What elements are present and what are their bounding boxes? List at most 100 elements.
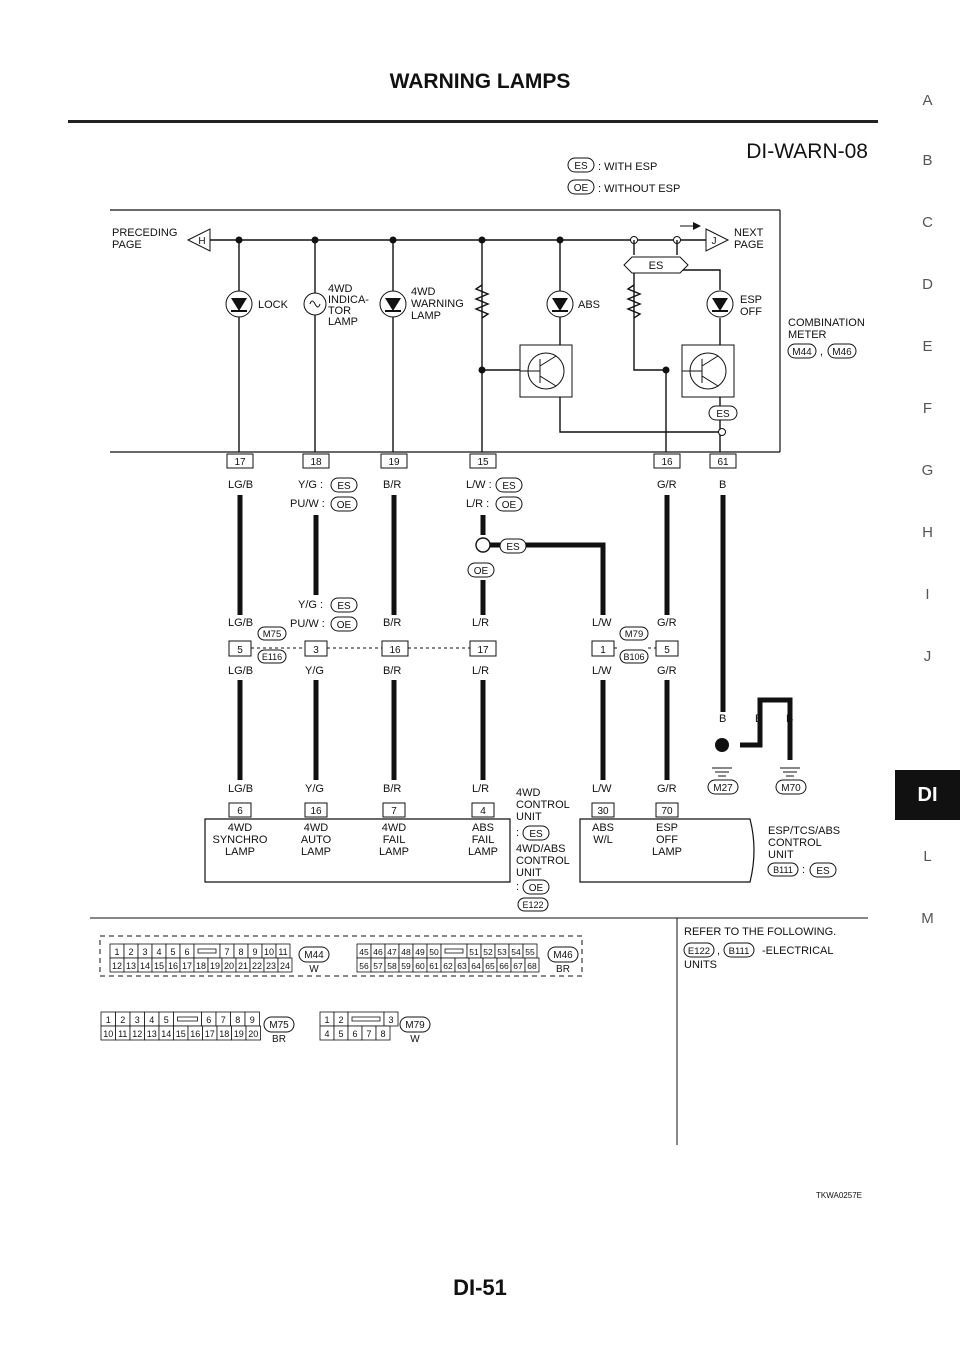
connector-pin-label: 12 — [112, 961, 122, 971]
connector-pin-label: 8 — [235, 1015, 240, 1025]
tab-a[interactable]: A — [922, 92, 933, 109]
tab-e[interactable]: E — [922, 338, 933, 355]
tab-d[interactable]: D — [922, 276, 933, 293]
top-wire-c4b-tag-shape — [495, 496, 523, 512]
top-wire-c2a: Y/G : — [298, 479, 323, 491]
mid-pin-5: 1 — [600, 645, 606, 656]
esp-resistor-icon — [626, 284, 642, 319]
m44-name: M44 — [304, 950, 324, 961]
ground-label-1: B — [719, 713, 726, 725]
connector-pin-label: 3 — [142, 947, 147, 957]
tab-j[interactable]: J — [923, 648, 932, 665]
connector-pin-label: 6 — [184, 947, 189, 957]
meter-pin-6: 61 — [717, 457, 729, 468]
meter-pin-1: 17 — [234, 457, 246, 468]
connector-pin-label: 62 — [443, 961, 453, 971]
indicator-label-3: TOR — [328, 305, 351, 317]
preceding-tag: H — [198, 236, 205, 247]
esp-unit-title-3: UNIT — [768, 849, 794, 861]
mid-lower-4: L/R — [472, 665, 489, 677]
ground-open-junction — [718, 428, 726, 436]
indicator-label-1: 4WD — [328, 283, 353, 295]
indicator-bulb-icon — [303, 292, 327, 316]
connector-pin-label: 22 — [252, 961, 262, 971]
connector-pin-label: 16 — [190, 1029, 200, 1039]
connector-pin-label: 15 — [176, 1029, 186, 1039]
cu4wd-title1-3: UNIT — [516, 811, 542, 823]
connector-pin-label: 7 — [366, 1029, 371, 1039]
meter-es-tag: ES — [623, 256, 689, 274]
connector-pin-label: 12 — [132, 1029, 142, 1039]
connector-cell — [277, 957, 293, 973]
top-wire-c4b: L/R : — [466, 498, 489, 510]
lamp-lock-label: LOCK — [258, 299, 289, 311]
connector-pin-label: 58 — [387, 961, 397, 971]
ground-m70-shape — [775, 779, 807, 795]
junction-oe-tag: OE — [474, 566, 489, 577]
connector-pin-label: 65 — [485, 961, 495, 971]
bottom-pin-2: 16 — [310, 806, 322, 817]
refer-title: REFER TO THE FOLLOWING. — [684, 926, 836, 938]
connector-pin-label: 8 — [238, 947, 243, 957]
warning-label-1: 4WD — [411, 286, 436, 298]
refer-sep: , — [717, 945, 720, 957]
mid-upper-c2b-tag: OE — [337, 620, 352, 631]
tab-m[interactable]: M — [921, 910, 934, 927]
meter-pin-4: 15 — [477, 457, 489, 468]
abs-led-icon — [546, 290, 574, 318]
ground-label-2: B — [755, 713, 762, 725]
connector-pin-label: 14 — [161, 1029, 171, 1039]
esp-unit-tag: ES — [816, 866, 830, 877]
connector-pin-label: 55 — [525, 947, 535, 957]
esp-unit-title-1: ESP/TCS/ABS — [768, 825, 840, 837]
mid-connector-e116: E116 — [262, 652, 282, 662]
tab-l[interactable]: L — [923, 848, 932, 865]
refer-c1: E122 — [688, 946, 710, 957]
preceding-page-label-1: PRECEDING — [112, 227, 177, 239]
connector-pin-label: 7 — [224, 947, 229, 957]
bottom-pin-boxes — [228, 802, 679, 818]
lamp-synchro-3: LAMP — [225, 846, 255, 858]
next-tag: J — [712, 236, 717, 247]
tab-c[interactable]: C — [922, 214, 933, 231]
lamp-synchro-1: 4WD — [228, 822, 253, 834]
mid-connector-m79: M79 — [625, 629, 643, 640]
refer-c2: B111 — [729, 946, 750, 957]
top-wire-c6: B — [719, 479, 726, 491]
connector-pin-label: 13 — [147, 1029, 157, 1039]
cu4wd-colon-1: : — [516, 827, 519, 839]
legend-es: ES : WITH ESP — [567, 157, 657, 173]
connector-key-slot — [347, 1011, 385, 1027]
connector-pin-label: 46 — [373, 947, 383, 957]
connector-pin-label: 18 — [196, 961, 206, 971]
refer-c1-shape — [683, 942, 715, 958]
tab-f[interactable]: F — [922, 400, 933, 417]
connector-pin-label: 17 — [205, 1029, 215, 1039]
connector-key-icon — [197, 948, 217, 954]
m75-name-shape — [263, 1016, 295, 1033]
cu4wd-connector: E122 — [522, 900, 543, 910]
cu4wd-tag2: OE — [529, 883, 544, 894]
mid-lower-2: Y/G — [305, 665, 324, 677]
tab-h[interactable]: H — [922, 524, 933, 541]
top-wire-c5: G/R — [657, 479, 677, 491]
m79-color: W — [410, 1034, 420, 1045]
esp-off-label-2: OFF — [740, 306, 762, 318]
tab-g[interactable]: G — [921, 462, 934, 479]
connector-pin-label: 17 — [182, 961, 192, 971]
connector-pin-label: 59 — [401, 961, 411, 971]
ground-label-3: B — [786, 713, 793, 725]
mid-lower-1: LG/B — [228, 665, 253, 677]
connector-pin-label: 15 — [154, 961, 164, 971]
tab-di[interactable]: DI — [895, 770, 960, 820]
connector-key-icon — [444, 948, 464, 954]
tab-i[interactable]: I — [925, 586, 930, 603]
lamp-abswl-1: ABS — [592, 822, 614, 834]
figure-code: TKWA0257E — [816, 1191, 862, 1200]
meter-pin-5: 16 — [661, 457, 673, 468]
tab-b[interactable]: B — [922, 152, 933, 169]
connector-pin-label: 5 — [164, 1015, 169, 1025]
